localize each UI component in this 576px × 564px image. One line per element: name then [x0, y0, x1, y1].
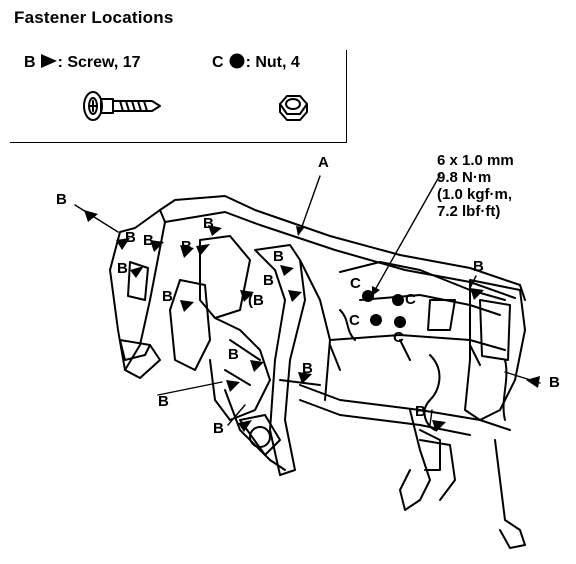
- legend-screw-text: : Screw, 17: [57, 54, 141, 71]
- torque-spec: 6 x 1.0 mm 9.8 N·m (1.0 kgf·m, 7.2 lbf·f…: [437, 152, 514, 220]
- nut-icon: [279, 95, 308, 121]
- torque-lbf: 7.2 lbf·ft): [437, 203, 501, 220]
- callout-b: B: [213, 420, 224, 437]
- screw-marker: [226, 380, 240, 392]
- callout-c: C: [350, 275, 361, 292]
- screw-marker: [432, 420, 446, 432]
- screw-marker: [84, 210, 98, 222]
- callout-b: B: [117, 260, 128, 277]
- triangle-arrow-icon: [40, 53, 58, 74]
- callout-b-paren: (B: [248, 292, 264, 309]
- callout-b: B: [56, 191, 67, 208]
- screw-icon: [83, 91, 161, 121]
- screw-marker: [196, 244, 210, 256]
- callout-b: B: [302, 360, 313, 377]
- callout-b: B: [473, 258, 484, 275]
- callout-b: B: [228, 346, 239, 363]
- screw-marker: [250, 360, 264, 372]
- screw-marker: [288, 290, 302, 302]
- nut-marker: [362, 290, 374, 302]
- part-a-arrowhead: [296, 226, 304, 236]
- dashboard-beam: [109, 195, 526, 549]
- screw-marker: [208, 225, 222, 236]
- screw-marker: [116, 238, 130, 250]
- torque-size: 6 x 1.0 mm: [437, 152, 514, 169]
- filled-circle-icon: [228, 53, 246, 74]
- screw-marker: [470, 288, 484, 300]
- callout-b: B: [158, 393, 169, 410]
- nut-marker: [370, 314, 382, 326]
- screw-marker: [238, 420, 252, 432]
- torque-nm: 9.8 N·m: [437, 169, 492, 186]
- nut-markers: [362, 290, 406, 328]
- callout-c: C: [393, 329, 404, 346]
- screw-marker: [240, 290, 254, 302]
- callout-c: C: [405, 291, 416, 308]
- screw-marker: [298, 372, 312, 384]
- legend-box: [10, 50, 347, 143]
- legend-screw: B : Screw, 17: [24, 53, 141, 74]
- screw-marker: [526, 376, 540, 388]
- nut-marker: [394, 316, 406, 328]
- legend-nut-text: : Nut, 4: [245, 54, 300, 71]
- page-title: Fastener Locations: [14, 8, 174, 27]
- callout-b: B: [143, 232, 154, 249]
- part-label-a: A: [318, 154, 329, 171]
- legend-nut: C : Nut, 4: [212, 53, 300, 74]
- nut-marker: [392, 294, 404, 306]
- callout-b: B: [263, 272, 274, 289]
- callout-b: B: [162, 288, 173, 305]
- callout-b: B: [549, 374, 560, 391]
- torque-kgf: (1.0 kgf·m,: [437, 186, 513, 203]
- callout-c: C: [349, 312, 360, 329]
- callout-b: B: [273, 248, 284, 265]
- torque-arrowhead: [372, 286, 380, 296]
- callout-b: B: [203, 215, 214, 232]
- leader-lines: [74, 174, 541, 426]
- screw-marker: [180, 300, 194, 312]
- screw-marker: [180, 245, 194, 258]
- screw-marker: [280, 265, 294, 276]
- screw-marker: [130, 266, 144, 278]
- screw-marker: [150, 240, 164, 252]
- legend-nut-letter: C: [212, 54, 224, 71]
- callout-b: B: [415, 403, 426, 420]
- callout-b: B: [181, 238, 192, 255]
- callout-b: B: [125, 229, 136, 246]
- screw-markers: [84, 210, 540, 432]
- legend-screw-letter: B: [24, 54, 36, 71]
